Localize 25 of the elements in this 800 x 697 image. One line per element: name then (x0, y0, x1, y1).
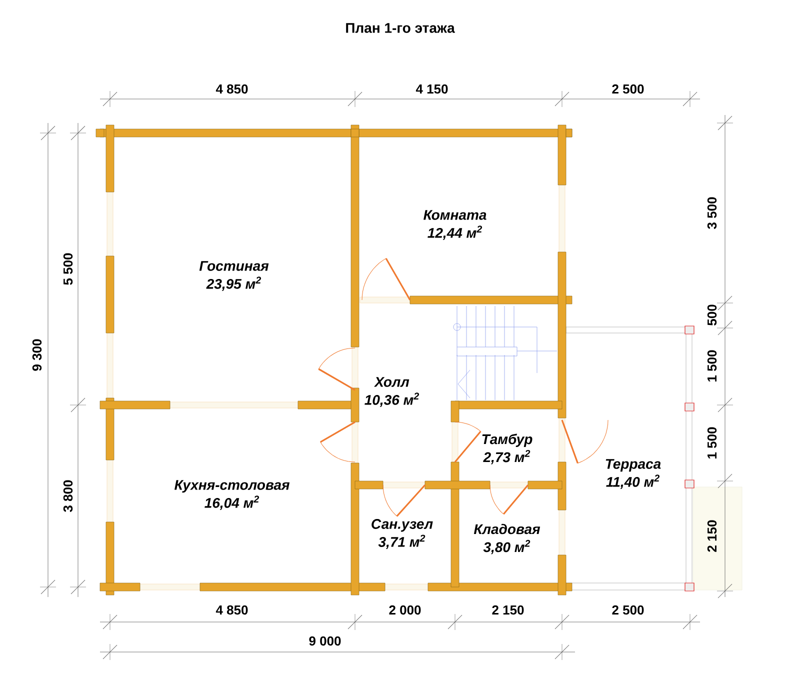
dimension-label: 2 000 (389, 605, 421, 615)
room-label: Гостиная 23,95 м$^{2}$ (199, 261, 269, 291)
dimension-label: 4 850 (216, 84, 248, 94)
dimension-label: 3 800 (63, 480, 73, 512)
dimension-label: 4 150 (416, 84, 448, 94)
dimension-label: 500 (707, 304, 717, 326)
dimension-label: 3 500 (707, 197, 717, 229)
dimension-label: 1 500 (707, 350, 717, 382)
dimension-label: 9 300 (32, 339, 42, 371)
dimension-label: 4 850 (216, 605, 248, 615)
room-label: Тамбур 2,73 м$^{2}$ (482, 434, 532, 464)
title: План 1-го этажа (346, 23, 455, 33)
room-label: Терраса 11,40 м$^{2}$ (606, 459, 661, 489)
dimension-label: 2 150 (492, 605, 524, 615)
room-label: Комната 12,44 м$^{2}$ (424, 210, 486, 240)
dimension-label: 2 500 (612, 84, 644, 94)
room-label: Холл 10,36 м$^{2}$ (364, 377, 420, 407)
dimension-label: 2 150 (707, 520, 717, 552)
dimension-label: 2 500 (612, 605, 644, 615)
dimension-label: 5 500 (63, 253, 73, 285)
room-label: Кладовая 3,80 м$^{2}$ (474, 524, 540, 554)
room-label: Сан.узел 3,71 м$^{2}$ (372, 519, 433, 549)
room-label: Кухня-столовая 16,04 м$^{2}$ (174, 480, 290, 510)
dimension-label: 9 000 (309, 636, 341, 646)
dimension-label: 1 500 (707, 427, 717, 458)
